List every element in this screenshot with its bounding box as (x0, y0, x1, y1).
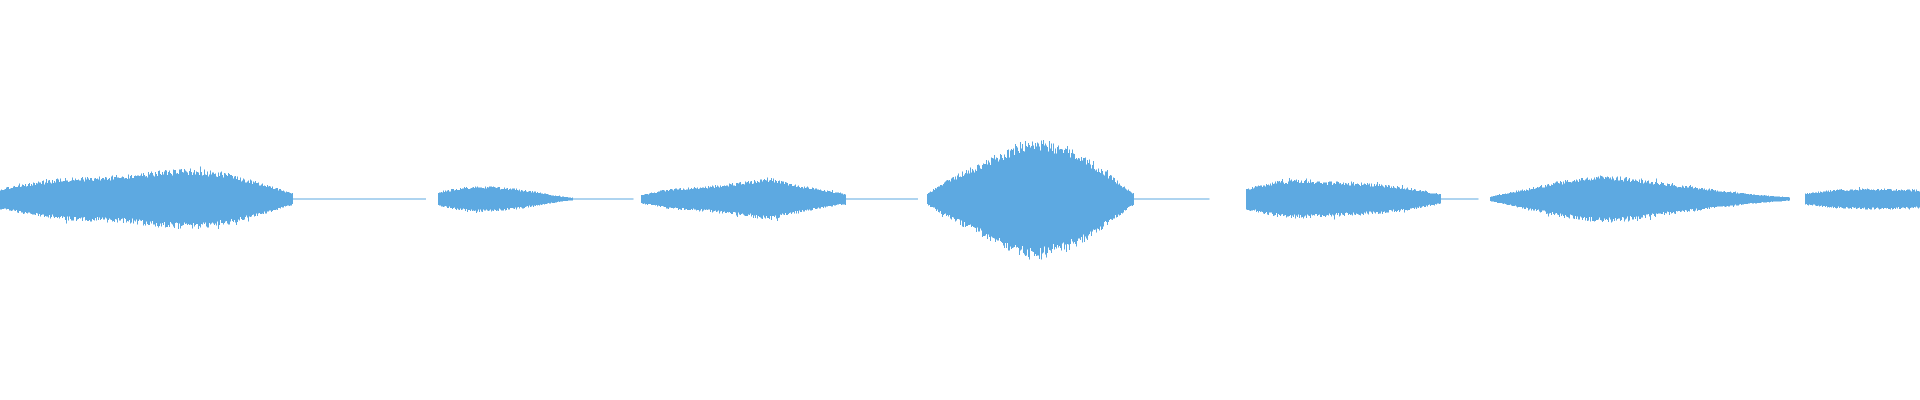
waveform-segment-1 (0, 166, 293, 230)
waveform-path (1805, 186, 1920, 210)
waveform-segment-3 (641, 177, 846, 221)
waveform-path (1490, 175, 1790, 223)
waveform-segment-7 (1805, 186, 1920, 210)
waveform-path (0, 166, 293, 230)
waveform-segment-5 (1246, 178, 1441, 220)
waveform-segment-4 (927, 140, 1134, 260)
waveform-segment-6 (1490, 175, 1790, 223)
waveform-path (1246, 178, 1441, 220)
waveform-segment-2 (438, 186, 573, 213)
waveform-path (641, 177, 846, 221)
waveform-path (927, 140, 1134, 260)
waveform-path (438, 186, 573, 213)
